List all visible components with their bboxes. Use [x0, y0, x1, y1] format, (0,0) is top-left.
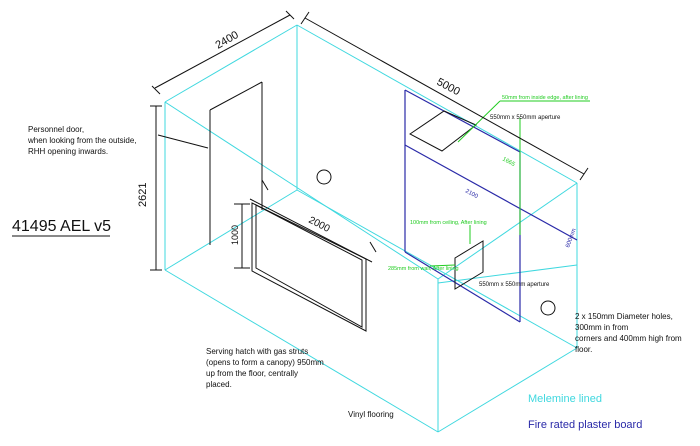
overall-dimensions: [150, 10, 589, 271]
hole-left: [316, 169, 332, 185]
dim-2621-label: 2621: [137, 183, 149, 207]
dim-2400-label: 2400: [214, 29, 241, 52]
top-aperture: [409, 110, 477, 152]
partition-top-edge: [404, 89, 521, 153]
floor-callout: Vinyl flooring: [348, 410, 394, 419]
hatch-callout-line-4: placed.: [206, 380, 232, 389]
hatch-callout: Serving hatch with gas struts (opens to …: [206, 347, 326, 389]
hole-right: [540, 300, 556, 316]
green-leaders: [429, 100, 590, 267]
ceiling-note: 100mm from ceiling, After lining: [410, 220, 487, 226]
hatch-callout-line-3: up from the floor, centrally: [206, 369, 298, 378]
box-back-top-edge: [164, 24, 298, 103]
hatch-width-line: [249, 198, 373, 263]
legend-melamine: Melemine lined: [528, 393, 602, 405]
door-callout-line-1: Personnel door,: [28, 125, 84, 134]
dim-5000-line: [304, 17, 585, 175]
partition-bottom-edge: [404, 251, 521, 323]
dim-2400-line: [154, 14, 291, 89]
hatch-callout-line-2: (opens to form a canopy) 950mm: [206, 358, 324, 367]
box-back-bottom-edge: [296, 189, 578, 349]
holes-callout-line-4: floor.: [575, 345, 592, 354]
hatch-strut-right: [369, 241, 377, 253]
top-aperture-label: 550mm x 550mm aperture: [490, 115, 561, 121]
dim-2100-label: 2100: [464, 188, 479, 200]
dim-5000-tick-left: [300, 11, 310, 25]
dim-2400-tick-right: [285, 10, 295, 20]
hatch-inner: [255, 204, 363, 328]
hatch-outer: [251, 202, 367, 332]
personnel-door: [157, 81, 263, 245]
holes-callout-line-1: 2 x 150mm Diameter holes,: [575, 312, 673, 321]
holes-callout-line-2: 300mm in from: [575, 323, 629, 332]
side-aperture-label: 550mm x 550mm aperture: [479, 282, 550, 288]
door-callout-line-3: RHH opening inwards.: [28, 147, 108, 156]
box-front-right-top-edge: [437, 182, 578, 280]
hatch-width-dimension: [249, 198, 373, 263]
box-left-bottom-edge: [164, 189, 298, 271]
wall-note: 285mm from wall, After lining: [388, 266, 459, 272]
door-top: [209, 81, 263, 111]
leader-wall: [429, 264, 456, 267]
dim-600-label: 600mm: [565, 228, 577, 249]
ceiling-note-text: 100mm from ceiling, After lining: [410, 220, 487, 226]
dim-5000-label: 5000: [435, 76, 462, 98]
hatch-callout-line-1: Serving hatch with gas struts: [206, 347, 308, 356]
partition-2100-dim-line: [404, 144, 578, 241]
door-callout: Personnel door, when looking from the ou…: [27, 125, 139, 156]
dim-2400-tick-left: [151, 85, 161, 95]
box-inner-line: [437, 264, 578, 284]
dim-1665-label: 1665: [501, 156, 516, 168]
hatch-height-dimension: [234, 203, 250, 269]
drawing-title: 41495 AEL v5: [12, 218, 111, 235]
holes-callout-line-3: corners and 400mm high from: [575, 334, 682, 343]
holes-callout: 2 x 150mm Diameter holes, 300mm in from …: [575, 312, 684, 354]
hatch-height-label: 1000: [230, 225, 240, 245]
serving-hatch: [251, 179, 377, 332]
aperture-edge-note: 50mm from inside edge, after lining: [502, 95, 588, 101]
side-aperture: [454, 240, 484, 290]
door-leader: [157, 134, 209, 149]
plaster-partition: [404, 89, 578, 323]
door-callout-line-2: when looking from the outside,: [27, 136, 137, 145]
box-right-bottom-edge: [437, 347, 578, 433]
leader-aperture-edge: [457, 100, 501, 143]
box-front-top-edge: [164, 101, 439, 280]
wall-note-text: 285mm from wall, After lining: [388, 266, 459, 272]
box-right-top-edge: [296, 24, 578, 184]
box-front-bottom-edge: [164, 269, 439, 433]
dim-5000-tick-right: [579, 167, 589, 181]
hatch-strut-left: [261, 179, 269, 191]
legend-fire-rated: Fire rated plaster board: [528, 419, 642, 431]
